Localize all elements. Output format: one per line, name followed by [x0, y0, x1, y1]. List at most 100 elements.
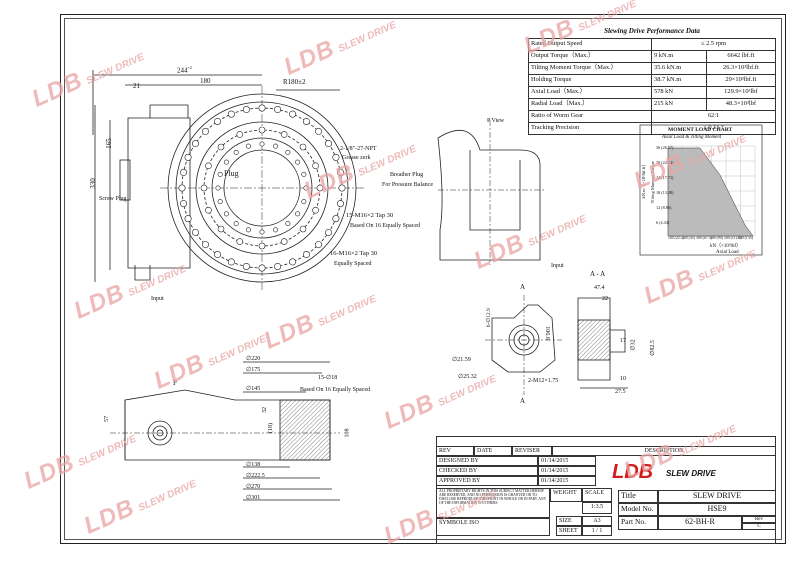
performance-row-label: Radial Load（Max.）: [528, 98, 652, 111]
tb-checked-by: CHECKED BY: [436, 466, 538, 476]
a-bottom-label: A: [520, 397, 526, 405]
dim-d270: ∅270: [246, 484, 261, 490]
tb-logo-brand: LDB: [612, 461, 654, 483]
a-input-label: Input: [551, 263, 564, 269]
tb-model-value: HSE9: [658, 503, 776, 516]
section-p-label: P: [173, 379, 177, 387]
grease-label: 2-1/8"-27-NPT: [340, 146, 377, 152]
dim-244: 244+2: [177, 65, 192, 75]
dim-10: 10: [620, 376, 626, 382]
aa-section-label: A - A: [590, 270, 606, 278]
plug-label: Plug: [224, 169, 239, 178]
tb-title-label: Title: [618, 490, 658, 503]
dim-32: 32: [262, 407, 268, 413]
grease-label-2: Grease zerk: [342, 155, 371, 161]
tb-approved-by: APPROVED BY: [436, 476, 538, 486]
chart-xtick: 600 (135): [738, 236, 753, 240]
performance-row: Tracking Precision≤ 0.15 °: [528, 122, 776, 135]
performance-row-imperial: 129.9×10³lbf: [705, 86, 777, 99]
tap1-label: 15-M16×2 Tap 30: [346, 212, 394, 219]
dim-108: 108: [344, 428, 351, 438]
dim-d21: ∅21.59: [452, 357, 471, 363]
performance-row-metric: 38.7 kN.m: [651, 74, 707, 87]
tb-logo-tag: SLEW DRIVE: [666, 469, 716, 478]
chart-ytick: 18 (13.28): [656, 190, 674, 195]
chart-title: MOMENT LOAD CHART: [668, 127, 733, 133]
performance-row-label: Ratio of Worm Gear: [528, 110, 652, 123]
chart-xlabel: kN（×10³lbf）: [710, 244, 741, 249]
dim-d2225: ∅222.5: [246, 473, 265, 479]
tb-date-header: DATE: [474, 446, 512, 456]
tb-scale: SCALE: [582, 488, 612, 502]
dim-r180: R180±2: [283, 78, 306, 86]
tb-part-label: Part No.: [618, 516, 658, 530]
tb-sheet-value: 1 / 1: [582, 526, 612, 536]
chart-ytick: 30 (22.14): [656, 160, 674, 165]
dim-106: 106.6: [543, 326, 550, 340]
input-shaft: [134, 265, 151, 281]
dim-275: 27.5: [615, 389, 626, 395]
performance-title: Slewing Drive Performance Data: [604, 27, 700, 35]
input-label: Input: [151, 296, 164, 302]
dim-165: 165: [104, 138, 113, 149]
motor-flange: [149, 104, 189, 118]
tap2-label-2: Equally Spaced: [334, 261, 372, 267]
dim-holes: 15-∅18: [318, 375, 338, 381]
performance-row: Rated Output Speed≤ 2.5 rpm: [528, 38, 776, 51]
dim-thread: 6-∅12.9: [485, 308, 492, 328]
tb-date1: 01/14/2015: [538, 456, 596, 466]
performance-row-value: 62:1: [651, 110, 776, 123]
chart-ylabel-2: Tilting Moment Torque: [649, 161, 655, 204]
p-view-label: P View: [487, 118, 505, 124]
tb-description-header: DESCRIPTION: [552, 446, 776, 456]
chart-ytick: 24 (17.71): [656, 175, 674, 180]
dim-21: 21: [133, 82, 140, 90]
dim-180: 180: [200, 77, 211, 85]
dim-18: (18): [268, 423, 274, 433]
performance-row-label: Output Torque（Max.）: [528, 50, 652, 63]
tb-rev-value: C: [742, 523, 776, 530]
tb-legal: ALL PROPRIETARY RIGHTS IN THIS SUBJECT M…: [436, 488, 550, 518]
dim-d220: ∅220: [246, 356, 261, 362]
performance-row-value: ≤ 2.5 rpm: [651, 38, 776, 51]
p-view-outline: [437, 129, 541, 261]
tb-rev-label: Rev: [742, 516, 776, 523]
performance-row-label: Tilting Moment Torque（Max.）: [528, 62, 652, 75]
tb-symbols: SYMBOLE ISO: [436, 518, 550, 536]
performance-row-imperial: 6642 lbf.ft: [705, 50, 777, 63]
dim-d175: ∅175: [246, 367, 261, 373]
performance-row-metric: 215 kN: [651, 98, 707, 111]
dim-d825: ∅82.5: [649, 340, 656, 356]
dim-47: 47.4: [594, 285, 605, 291]
tb-sheet: SHEET: [556, 526, 582, 536]
a-view-flange: [491, 304, 556, 373]
tb-title-value: SLEW DRIVE: [658, 490, 776, 503]
dim-holes-2: Based On 16 Equally Spaced: [300, 387, 370, 393]
performance-row-imperial: 29×10³lbf.ft: [705, 74, 777, 87]
dim-d25: ∅25.32: [458, 374, 477, 380]
performance-row-imperial: 26.3×10³lbf.ft: [705, 62, 777, 75]
performance-row-metric: 35.6 kN.m: [651, 62, 707, 75]
drawing-frame: [60, 14, 786, 544]
dim-17: 17: [620, 338, 626, 344]
dim-d301: ∅301: [246, 495, 261, 501]
tb-rev-header: REV: [436, 446, 474, 456]
breather-label-2: For Pressure Balance: [382, 182, 433, 188]
chart-xtick: 500 (112.5): [724, 236, 742, 240]
dim-57: 57: [104, 416, 110, 422]
tb-date3: 01/14/2015: [538, 476, 596, 486]
dim-d138: ∅138: [246, 462, 261, 468]
tap1-label-2: Based On 16 Equally Spaced: [350, 223, 420, 229]
dim-m12: 2-M12×1.75: [528, 378, 559, 384]
performance-row-label: Holding Torque: [528, 74, 652, 87]
performance-row-label: Axial Load（Max.）: [528, 86, 652, 99]
a-top-label: A: [520, 283, 526, 291]
performance-row-metric: 578 kN: [651, 86, 707, 99]
tb-model-label: Model No.: [618, 503, 658, 516]
worm-housing: [127, 117, 191, 269]
